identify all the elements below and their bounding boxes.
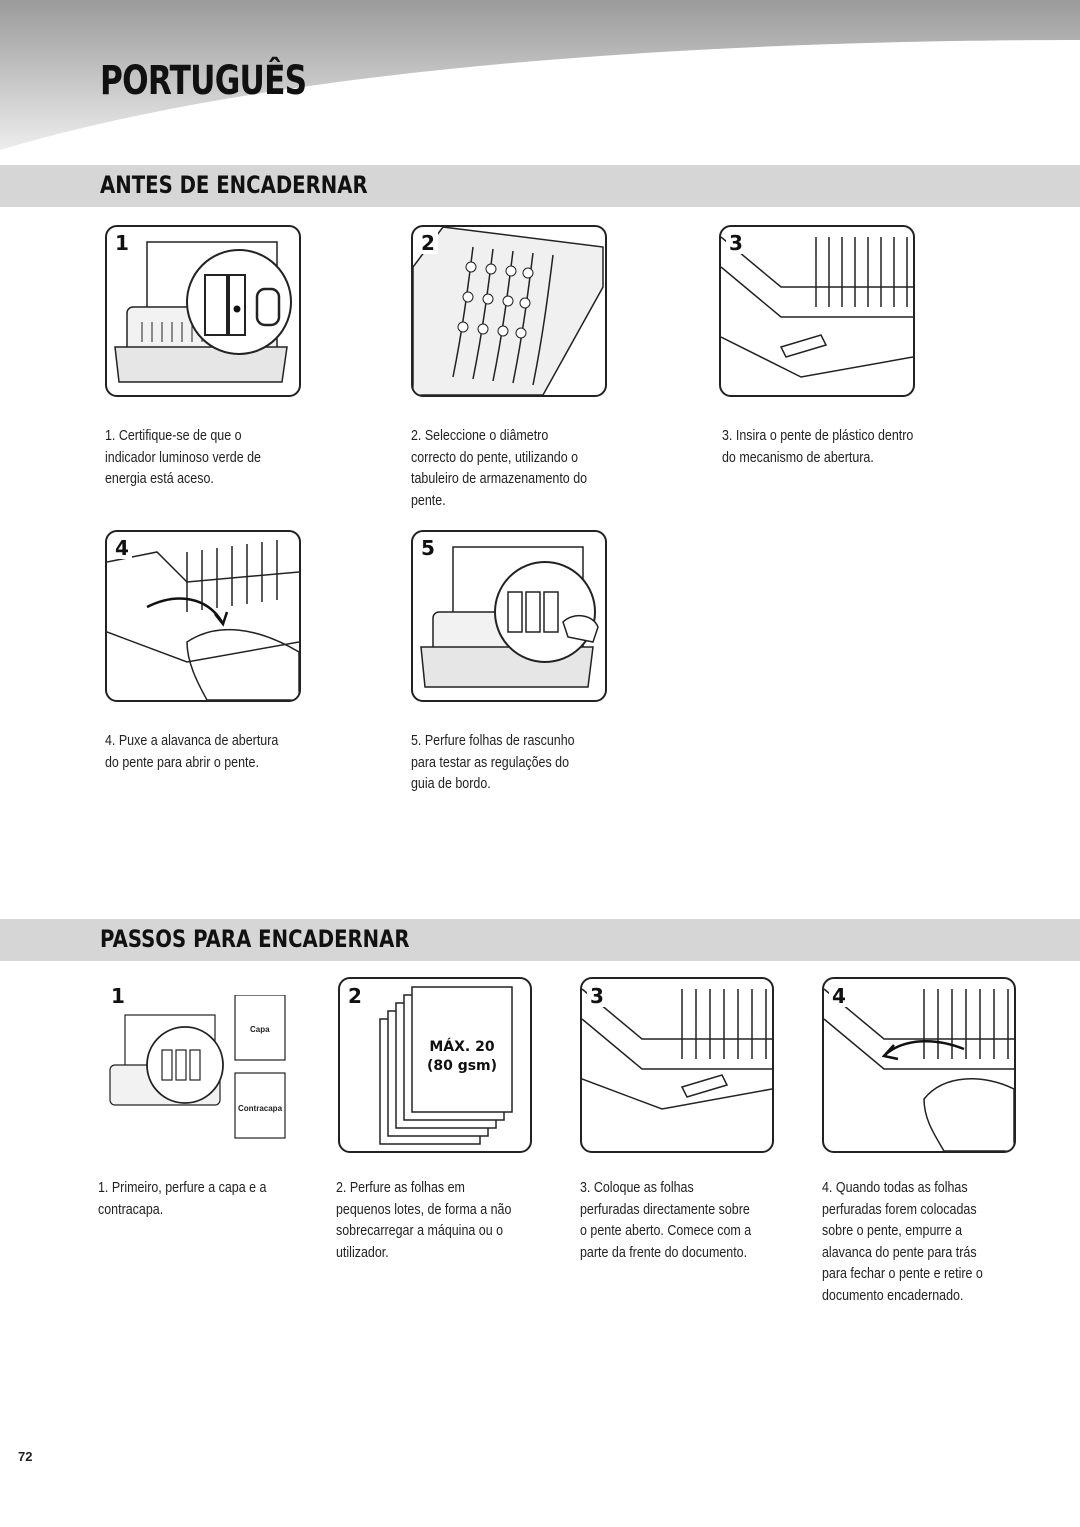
max-sheets-text: MÁX. 20 [429,1039,495,1055]
step-caption: 2. Perfure as folhas em pequenos lotes, … [336,1180,512,1261]
section-bar-before: ANTES DE ENCADERNAR [0,165,1080,207]
illustration-before-3 [719,225,915,397]
illustration-before-4 [105,530,301,702]
cover-label: Capa [250,1025,270,1034]
step-caption: 3. Insira o pente de plástico dentro do … [722,428,914,466]
section-bar-binding: PASSOS PARA ENCADERNAR [0,919,1080,961]
punch-cover-illustration [109,995,286,1139]
step-number: 3 [726,232,746,254]
step-caption: 1. Certifique-se de que o indicador lumi… [105,428,261,487]
section-title-before: ANTES DE ENCADERNAR [100,171,368,199]
page-number: 72 [18,1449,33,1464]
insert-comb-illustration [721,236,913,378]
step-caption: 3. Coloque as folhas perfuradas directam… [580,1180,752,1261]
comb-storage-tray-illustration [413,227,604,395]
illustration-before-2 [411,225,607,397]
illustration-binding-3 [580,977,774,1153]
step-number: 1 [112,232,132,254]
step-caption: 5. Perfure folhas de rascunho para testa… [411,733,575,792]
illustration-binding-2 [338,977,532,1153]
step-number: 1 [108,985,128,1007]
illustration-before-1 [105,225,301,397]
illustration-binding-4 [822,977,1016,1153]
language-title: PORTUGUÊS [100,58,307,104]
step-caption: 2. Seleccione o diâmetro correcto do pen… [411,428,588,509]
step-number: 3 [587,985,607,1007]
paper-weight-text: (80 gsm) [426,1058,498,1074]
binding-machine-power-illustration [114,241,292,383]
header-swoosh [0,0,1080,150]
header-band [0,0,1080,150]
step-number: 5 [418,537,438,559]
punch-test-sheets-illustration [420,546,599,688]
step-caption: 4. Puxe a alavanca de abertura do pente … [105,733,279,771]
place-sheets-on-comb-illustration [582,988,772,1110]
step-caption: 1. Primeiro, perfure a capa e a contraca… [98,1180,267,1218]
section-title-binding: PASSOS PARA ENCADERNAR [100,925,410,953]
illustration-before-5 [411,530,607,702]
open-comb-lever-illustration [107,540,299,700]
sheet-stack-illustration [379,986,513,1145]
step-caption: 4. Quando todas as folhas perfuradas for… [822,1180,983,1304]
step-number: 2 [418,232,438,254]
step-number: 4 [112,537,132,559]
step-number: 4 [829,985,849,1007]
back-cover-label: Contracapa [238,1104,283,1113]
max-sheets-label: MÁX. 20 (80 gsm) [412,1038,512,1076]
close-comb-lever-illustration [824,988,1014,1151]
step-number: 2 [345,985,365,1007]
